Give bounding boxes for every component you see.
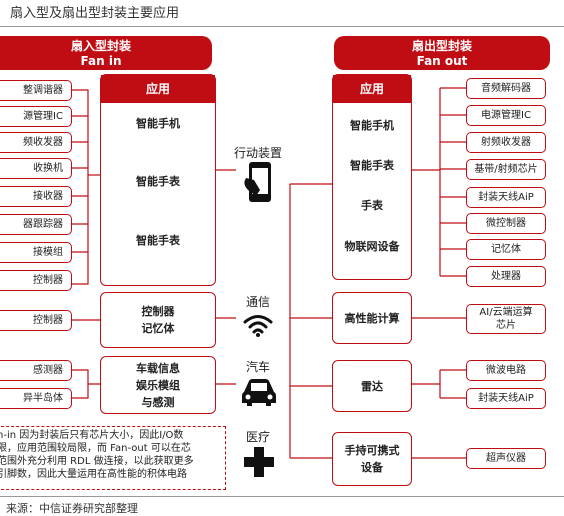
fan-in-automotive-line: 娱乐模组 bbox=[136, 378, 180, 392]
smartphone-icon bbox=[244, 162, 271, 202]
note-line: n-in 因为封装后只有芯片大小，因此I/O数 bbox=[0, 430, 184, 441]
fan-in-component: 感测器 bbox=[0, 360, 72, 381]
fan-in-component: 控制器 bbox=[0, 270, 72, 291]
medical-label: 医疗 bbox=[245, 430, 270, 444]
fan-out-app-box: 应用 智能手机 智能手表 手表 物联网设备 bbox=[332, 74, 412, 280]
fan-in-automotive-line: 与感测 bbox=[141, 395, 175, 409]
fan-in-component: 源管理IC bbox=[0, 106, 72, 127]
fan-in-app-item: 智能手机 bbox=[136, 117, 180, 130]
fan-out-component: 基带/射频芯片 bbox=[466, 159, 546, 180]
fan-out-component: 处理器 bbox=[466, 266, 546, 287]
fan-in-app-item: 智能手表 bbox=[136, 234, 180, 247]
fan-in-app-header: 应用 bbox=[101, 75, 215, 103]
automotive-label: 汽车 bbox=[245, 360, 270, 374]
fan-out-component: 封装天线AiP bbox=[466, 187, 546, 208]
footer-divider bbox=[0, 496, 564, 497]
note-line: 引脚数，因此大量运用在高性能的积体电路 bbox=[0, 469, 187, 480]
fan-out-hpc-component: AI/云端运算 芯片 bbox=[466, 304, 546, 334]
fan-in-component: 器跟踪器 bbox=[0, 214, 72, 235]
fan-in-component: 收换机 bbox=[0, 158, 72, 179]
source-note: 来源：中信证券研究部整理 bbox=[6, 502, 138, 515]
fan-in-memory-label: 记忆体 bbox=[141, 322, 175, 335]
fan-in-controller-box: 控制器 记忆体 bbox=[100, 292, 216, 348]
medical-cross-icon bbox=[244, 447, 274, 477]
fan-out-handheld-line: 设备 bbox=[361, 461, 383, 474]
fan-in-app-item: 智能手表 bbox=[136, 175, 180, 188]
fan-out-banner-subtitle: Fan out bbox=[416, 54, 468, 68]
fan-in-component: 整调谐器 bbox=[0, 80, 72, 101]
fan-out-radar-label: 雷达 bbox=[361, 379, 383, 393]
fan-out-app-item: 手表 bbox=[361, 199, 383, 212]
fan-out-hpc-component-line: AI/云端运算 bbox=[479, 307, 533, 318]
communication-label: 通信 bbox=[245, 295, 270, 309]
fan-in-app-box: 应用 智能手机 智能手表 智能手表 bbox=[100, 74, 216, 286]
note-box: n-in 因为封装后只有芯片大小，因此I/O数 限，应用范围较局限，而 Fan-… bbox=[0, 426, 226, 490]
fan-out-component: 音频解码器 bbox=[466, 78, 546, 99]
fan-out-hpc-label: 高性能计算 bbox=[344, 311, 400, 325]
fan-in-component: 接模组 bbox=[0, 242, 72, 263]
fan-out-app-item: 智能手表 bbox=[350, 159, 394, 172]
note-line: 范围外充分利用 RDL 做连接，以此获取更多 bbox=[0, 456, 194, 467]
wifi-icon bbox=[243, 315, 273, 337]
page-title: 扇入型及扇出型封装主要应用 bbox=[10, 6, 180, 21]
fan-out-component: 射频收发器 bbox=[466, 132, 546, 153]
fan-in-component: 接收器 bbox=[0, 186, 72, 207]
fan-out-hpc-component-line: 芯片 bbox=[496, 320, 516, 331]
fan-in-component: 控制器 bbox=[0, 310, 72, 331]
fan-in-banner: 扇入型封装 Fan in bbox=[0, 36, 212, 70]
fan-in-automotive-line: 车载信息 bbox=[136, 361, 180, 375]
fan-out-banner-title: 扇出型封装 bbox=[411, 39, 472, 53]
fan-out-app-item: 智能手机 bbox=[350, 119, 394, 132]
fan-out-banner: 扇出型封装 Fan out bbox=[334, 36, 550, 70]
fan-in-controller-label: 控制器 bbox=[141, 305, 175, 318]
mobile-label: 行动装置 bbox=[233, 146, 282, 160]
note-line: 限，应用范围较局限，而 Fan-out 可以在芯 bbox=[0, 443, 191, 454]
fan-out-component: 电源管理IC bbox=[466, 105, 546, 126]
fan-out-handheld-box: 手持可携式 设备 bbox=[332, 432, 412, 486]
title-divider bbox=[0, 26, 564, 27]
fan-out-handheld-line: 手持可携式 bbox=[344, 444, 400, 457]
car-icon bbox=[242, 379, 276, 406]
fan-out-component: 微波电路 bbox=[466, 360, 546, 381]
fan-out-radar-box: 雷达 bbox=[332, 360, 412, 412]
fan-out-component: 封装天线AiP bbox=[466, 388, 546, 409]
fan-out-app-header: 应用 bbox=[333, 75, 411, 103]
fan-in-banner-title: 扇入型封装 bbox=[70, 39, 131, 53]
fan-in-component: 异半岛体 bbox=[0, 388, 72, 409]
fan-out-component: 超声仪器 bbox=[466, 448, 546, 469]
fan-in-automotive-box: 车载信息 娱乐模组 与感测 bbox=[100, 356, 216, 414]
fan-in-component: 频收发器 bbox=[0, 132, 72, 153]
fan-in-banner-subtitle: Fan in bbox=[80, 54, 122, 68]
fan-out-component: 记忆体 bbox=[466, 239, 546, 260]
fan-out-app-item: 物联网设备 bbox=[344, 240, 400, 253]
fan-out-hpc-box: 高性能计算 bbox=[332, 292, 412, 344]
fan-out-component: 微控制器 bbox=[466, 213, 546, 234]
